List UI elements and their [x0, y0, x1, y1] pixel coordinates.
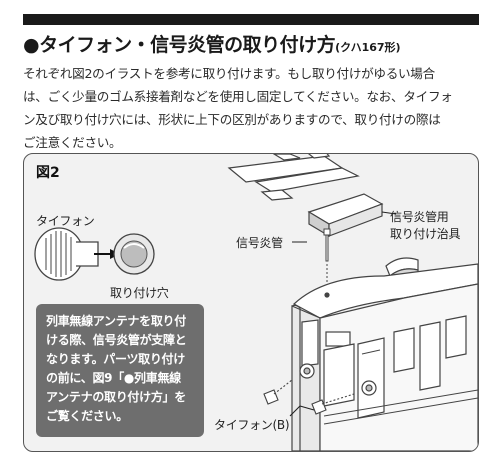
instruction-line: は、ごく少量のゴム系接着剤などを使用し固定してください。なお、タイフォ: [23, 89, 453, 104]
instruction-line: ご注意ください。: [23, 135, 122, 150]
note-line: 列車無線アンテナを取り付: [46, 314, 186, 328]
jig-label-line1: 信号炎管用: [390, 210, 449, 224]
signal-flare-tube-label: 信号炎管: [236, 236, 283, 250]
instruction-text: それぞれ図2のイラストを参考に取り付けます。もし取り付けがゆるい場合 は、ごく少…: [23, 62, 483, 154]
figure-title: 図2: [36, 165, 60, 181]
mounting-hole-label: 取り付け穴: [110, 286, 169, 300]
mounting-hole-part: [113, 233, 155, 275]
instruction-line: それぞれ図2のイラストを参考に取り付けます。もし取り付けがゆるい場合: [23, 66, 435, 81]
heading-bullet: ●: [23, 34, 40, 56]
signal-flare-tube-part: [323, 228, 331, 262]
typhon-b-parts: [263, 379, 355, 417]
jig-tool: [307, 193, 397, 238]
note-line: アンテナの取り付け方」を: [46, 390, 186, 404]
instruction-line: ン及び取り付け穴には、形状に上下の区別がありますので、取り付けの際は: [23, 112, 441, 127]
jig-frame: [227, 154, 360, 201]
figure-2-panel: 図2 タイフォン 取り付け穴 信号炎管 信号炎管用 取り付け治具 タイフォン(B…: [23, 153, 479, 452]
note-box: 列車無線アンテナを取り付 ける際、信号炎管が支障と なります。パーツ取り付け の…: [36, 304, 204, 437]
typhon-label: タイフォン: [36, 214, 95, 228]
section-heading: ●タイフォン・信号炎管の取り付け方(クハ167形): [23, 30, 493, 57]
heading-subtitle: (クハ167形): [335, 41, 401, 54]
note-line: なります。パーツ取り付け: [46, 352, 185, 366]
typhon-b-label: タイフォン(B): [214, 418, 290, 432]
train-car: [291, 263, 478, 451]
note-line: ける際、信号炎管が支障と: [46, 333, 187, 347]
note-line: ご覧ください。: [46, 409, 128, 423]
jig-label-line2: 取り付け治具: [390, 227, 461, 241]
figure-illustration: [34, 154, 478, 451]
heading-bar: [23, 14, 479, 25]
typhon-part: [34, 227, 120, 281]
heading-title: タイフォン・信号炎管の取り付け方: [39, 34, 336, 56]
note-line: の前に、図9「●列車無線: [46, 371, 181, 385]
